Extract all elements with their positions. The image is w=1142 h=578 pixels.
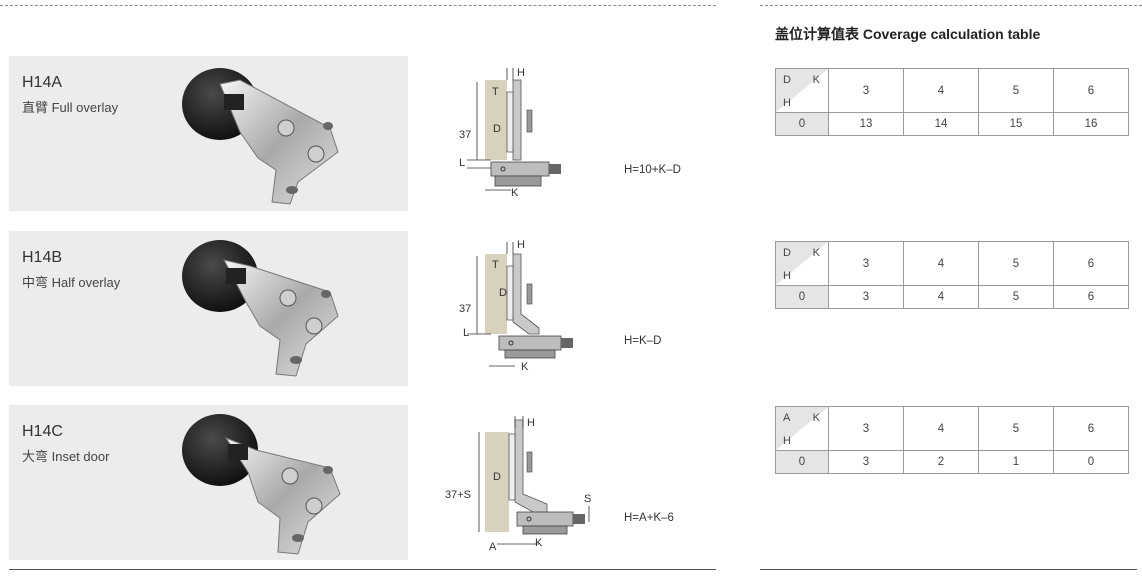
table-header-cell: 4 [903, 68, 979, 113]
formula: H=A+K–6 [624, 512, 674, 524]
table-cell: 0 [775, 450, 829, 474]
hinge-diagram-h14c: H 37+S D S A K [445, 416, 591, 552]
table-corner-cell: A K H [775, 406, 829, 451]
dim-label-t: T [492, 259, 499, 271]
dim-label-l: L [459, 157, 465, 169]
hinge-photo-icon [182, 240, 339, 377]
dim-label-l: L [463, 327, 469, 339]
dim-label-37s: 37+S [445, 489, 471, 501]
formula: H=K–D [624, 335, 662, 347]
top-divider-left [0, 5, 716, 6]
bottom-divider-right [760, 569, 1137, 570]
model-code: H14C [22, 423, 63, 440]
bottom-divider-left [9, 569, 716, 570]
dim-label-t: T [492, 86, 499, 98]
table-header-cell: 5 [978, 406, 1054, 451]
model-description: 中弯 Half overlay [22, 275, 121, 290]
table-cell: 0 [775, 112, 829, 136]
table-cell: 16 [1053, 112, 1129, 136]
table-cell: 4 [903, 285, 979, 309]
table-title: 盖位计算值表 Coverage calculation table [775, 26, 1041, 42]
table-cell: 5 [978, 285, 1054, 309]
dim-label-a: A [489, 541, 497, 552]
table-cell: 13 [828, 112, 904, 136]
model-description: 直臂 Full overlay [22, 100, 119, 115]
model-description: 大弯 Inset door [22, 449, 110, 464]
dim-label-h: H [527, 417, 535, 429]
table-header-cell: 4 [903, 241, 979, 286]
table-cell: 0 [1053, 450, 1129, 474]
dim-label-s: S [584, 493, 591, 505]
table-cell: 14 [903, 112, 979, 136]
coverage-table-h14a: D K H 3 4 5 6 0 13 14 15 16 [775, 68, 1129, 136]
table-header-cell: 6 [1053, 406, 1129, 451]
table-header-cell: 5 [978, 241, 1054, 286]
table-cell: 1 [978, 450, 1054, 474]
dim-label-d: D [499, 287, 507, 299]
table-header-cell: 3 [828, 68, 904, 113]
table-cell: 3 [828, 450, 904, 474]
table-header-cell: 5 [978, 68, 1054, 113]
top-divider-right [760, 5, 1142, 6]
formula: H=10+K–D [624, 164, 681, 176]
table-cell: 15 [978, 112, 1054, 136]
dim-label-h: H [517, 67, 525, 79]
coverage-table-h14b: D K H 3 4 5 6 0 3 4 5 6 [775, 241, 1129, 309]
table-header-cell: 4 [903, 406, 979, 451]
hinge-diagram-h14a: H T 37 D L K [459, 67, 561, 199]
table-cell: 0 [775, 285, 829, 309]
table-header-cell: 3 [828, 406, 904, 451]
dim-label-d: D [493, 471, 501, 483]
hinge-photo-icon [182, 414, 341, 555]
dim-label-37: 37 [459, 129, 471, 141]
table-cell: 2 [903, 450, 979, 474]
model-code: H14B [22, 249, 63, 266]
hinge-diagram-h14b: H T 37 D L K [459, 239, 573, 373]
hinge-photo-icon [182, 68, 339, 205]
table-header-cell: 6 [1053, 68, 1129, 113]
dim-label-k: K [521, 361, 529, 373]
table-cell: 6 [1053, 285, 1129, 309]
model-code: H14A [22, 74, 63, 91]
table-header-cell: 6 [1053, 241, 1129, 286]
table-header-cell: 3 [828, 241, 904, 286]
dim-label-h: H [517, 239, 525, 251]
table-corner-cell: D K H [775, 241, 829, 286]
table-cell: 3 [828, 285, 904, 309]
coverage-table-h14c: A K H 3 4 5 6 0 3 2 1 0 [775, 406, 1129, 474]
dim-label-k: K [511, 187, 519, 199]
dim-label-37: 37 [459, 303, 471, 315]
dim-label-k: K [535, 537, 543, 549]
table-corner-cell: D K H [775, 68, 829, 113]
dim-label-d: D [493, 123, 501, 135]
